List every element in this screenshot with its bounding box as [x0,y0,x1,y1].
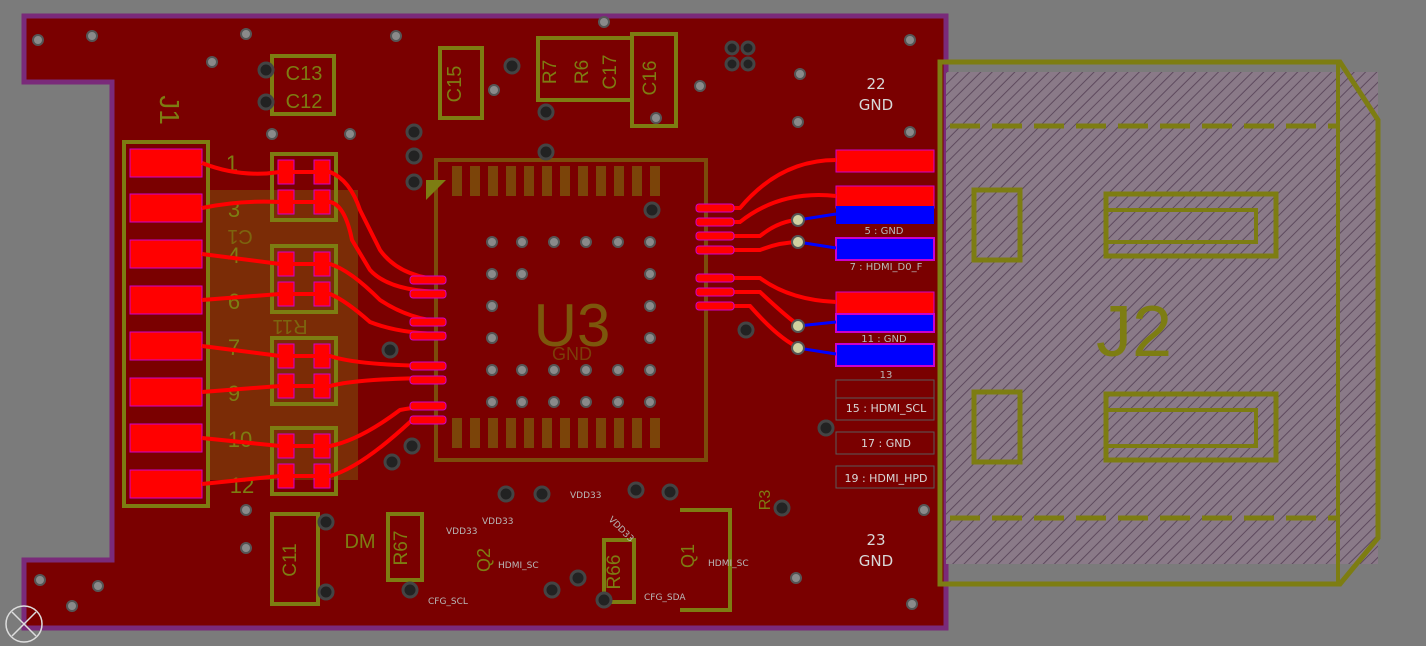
j2-pin-label-13: 13 [880,370,893,381]
j1-inner-fill [210,190,358,480]
j2-vias [791,213,805,355]
ground-vias [32,16,930,612]
j2-pin-label-15: 15 : HDMI_SCL [846,402,927,415]
j2-refdes: J2 [1096,292,1172,372]
j2-bottom-pin-number: 23 [866,531,885,549]
j1-refdes: J1 [154,95,185,125]
cap-c11: C11 [280,543,301,576]
bottom-components: C11 R67 DM Q2 R66 Q1 R3 [270,490,774,612]
j2-top-pin-number: 22 [866,75,885,93]
cap-c12: C12 [286,91,323,113]
j2-mount-hole-2 [971,389,1023,465]
svg-text:CFG_SDA: CFG_SDA [644,593,686,603]
j2-top-pin-name: GND [859,96,893,114]
dark-vias [257,40,835,609]
top-components: C13 C12 C15 R7 R6 C17 C16 [270,32,678,128]
svg-text:VDD33: VDD33 [570,491,601,501]
j1-pin-label-12: 12 [230,473,254,498]
cap-c17: C17 [600,55,621,90]
j2-pin-label-19: 19 : HDMI_HPD [844,472,927,485]
svg-text:HDMI_SC: HDMI_SC [708,559,749,569]
res-r7: R7 [540,60,561,84]
origin-marker [5,605,43,643]
j2-mount-hole-1 [971,187,1023,263]
u3-net-label: GND [552,344,592,364]
svg-text:VDD33: VDD33 [446,527,477,537]
j2-pin-label-17: 17 : GND [861,437,911,450]
j2-pads [835,149,935,489]
series-silk [270,152,338,496]
u3-refdes: U3 [534,292,611,359]
j1-under-label-c1: C1 [227,225,253,247]
j1-pin-label-6: 6 [228,289,240,314]
j1-under-label-r11: R11 [272,315,307,337]
svg-text:HDMI_SC: HDMI_SC [498,561,539,571]
j2-bottom-pin-name: GND [859,552,893,570]
svg-text:VDD33: VDD33 [482,517,513,527]
res-r66: R66 [604,555,625,590]
res-r3: R3 [757,490,774,511]
transistor-q2: Q2 [474,548,494,572]
j2-slot-2-inner [1104,408,1258,448]
label-dm: DM [344,531,375,553]
cap-c15: C15 [444,66,466,103]
j2-slot-1-inner [1104,208,1258,244]
cap-c13: C13 [286,63,323,85]
j1-pin-label-4: 4 [228,243,240,268]
j2-pin-label-5: 5 : GND [864,226,903,237]
res-r67: R67 [391,531,412,566]
transistor-q1: Q1 [678,544,698,568]
u3-chip: U3 GND [409,158,735,462]
res-r6: R6 [572,60,593,84]
j1-pin-label-7: 7 [228,335,240,360]
j1-silk-box [122,140,210,508]
j2-pin-label-11: 11 : GND [861,334,907,345]
j1-pin-label-9: 9 [228,381,240,406]
j2-body [946,72,1378,564]
svg-text:CFG_SCL: CFG_SCL [428,597,468,607]
cap-c16: C16 [640,61,661,96]
j2-pin-label-7: 7 : HDMI_D0_F [850,262,923,273]
